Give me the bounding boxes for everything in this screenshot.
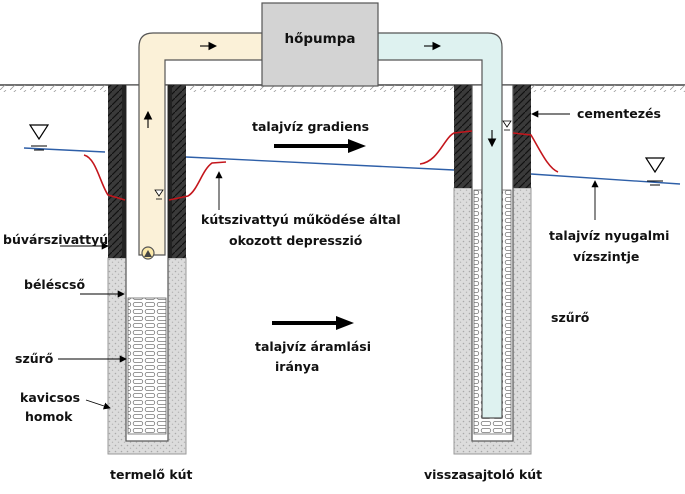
injection-well-label: visszasajtoló kút <box>424 467 542 482</box>
heat-pump-box <box>261 2 379 87</box>
casing-label: béléscső <box>24 277 85 292</box>
flow-direction-label-1: talajvíz áramlási <box>255 339 371 354</box>
water-level-symbol-right <box>644 157 666 174</box>
gravel-label-2: homok <box>25 409 73 424</box>
cement-right-b <box>513 85 531 188</box>
flow-direction-label-2: iránya <box>275 359 319 374</box>
pipe-flow-arrows <box>143 41 497 148</box>
filter-label-left: szűrő <box>15 351 54 366</box>
production-well-label: termelő kút <box>110 467 193 482</box>
well-water-levels <box>154 120 512 200</box>
direction-arrows <box>272 139 366 330</box>
pipe-warm <box>138 32 263 256</box>
depression-curves <box>83 130 559 201</box>
static-level-label-2: vízszintje <box>573 249 639 264</box>
cement-left-a <box>108 85 126 258</box>
heat-pump-label: hőpumpa <box>284 31 355 47</box>
water-level-symbol-left <box>28 124 50 141</box>
filter-label-right: szűrő <box>551 310 590 325</box>
static-level-label-1: talajvíz nyugalmi <box>549 228 669 243</box>
submersible-pump-label: búvárszivattyú <box>3 232 108 247</box>
cement-right-a <box>454 85 472 188</box>
depression-label-2: okozott depresszió <box>229 233 363 248</box>
cement-left-b <box>168 85 186 258</box>
pipes <box>138 32 503 419</box>
gradient-label: talajvíz gradiens <box>252 119 369 134</box>
gravel-label-1: kavicsos <box>20 390 80 405</box>
heat-pump: hőpumpa <box>261 2 379 87</box>
screen-left <box>127 297 167 435</box>
pipe-cold <box>377 32 503 419</box>
water-table <box>23 124 681 186</box>
cementing-label: cementezés <box>577 106 661 121</box>
leader-lines <box>58 110 599 410</box>
labels: talajvíz gradiens kútszivattyú működése … <box>3 106 669 482</box>
depression-label-1: kútszivattyú működése által <box>201 212 401 227</box>
